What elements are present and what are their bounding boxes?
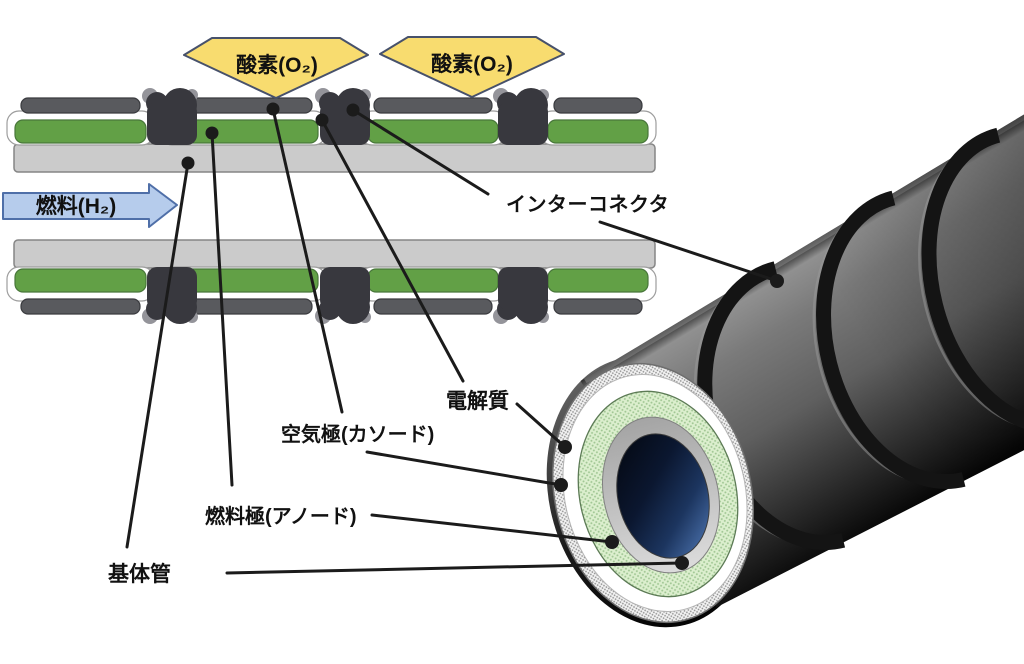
cell-stack-top bbox=[6, 87, 657, 173]
leader-lines bbox=[125, 102, 784, 575]
leader-electrolyte-stack bbox=[320, 118, 465, 383]
leader-interconnector-stack bbox=[351, 108, 490, 196]
oxygen-arrow-1 bbox=[183, 37, 369, 99]
label-electrolyte: 電解質 bbox=[446, 389, 509, 413]
fuel-arrow bbox=[2, 183, 178, 228]
leader-anode-stack bbox=[210, 131, 234, 487]
oxygen-label-2: 酸素(O₂) bbox=[431, 52, 513, 76]
fuel-label: 燃料(H₂) bbox=[36, 194, 116, 218]
oxygen-label-1: 酸素(O₂) bbox=[236, 53, 318, 77]
tube-ring-band bbox=[812, 190, 966, 489]
leader-interconnector-tube bbox=[598, 220, 779, 283]
label-cathode: 空気極(カソード) bbox=[281, 422, 434, 446]
tube-face bbox=[552, 362, 754, 624]
leader-cathode-stack bbox=[271, 107, 344, 414]
oxygen-arrow-2 bbox=[379, 36, 565, 98]
leader-substrate-tube bbox=[225, 561, 684, 575]
leader-anode-tube bbox=[370, 513, 614, 544]
label-interconnector: インターコネクタ bbox=[506, 193, 669, 216]
tube-3d bbox=[546, 59, 1024, 628]
tube-depth-shading bbox=[580, 59, 1024, 608]
cell-stack-bottom bbox=[6, 239, 657, 325]
leader-cathode-tube bbox=[365, 450, 563, 487]
leader-substrate-stack bbox=[125, 161, 190, 549]
label-substrate-tube: 基体管 bbox=[108, 562, 171, 586]
tube-ring-band bbox=[918, 127, 1024, 434]
label-anode: 燃料極(アノード) bbox=[205, 504, 357, 528]
leader-electrolyte-tube bbox=[515, 402, 567, 449]
